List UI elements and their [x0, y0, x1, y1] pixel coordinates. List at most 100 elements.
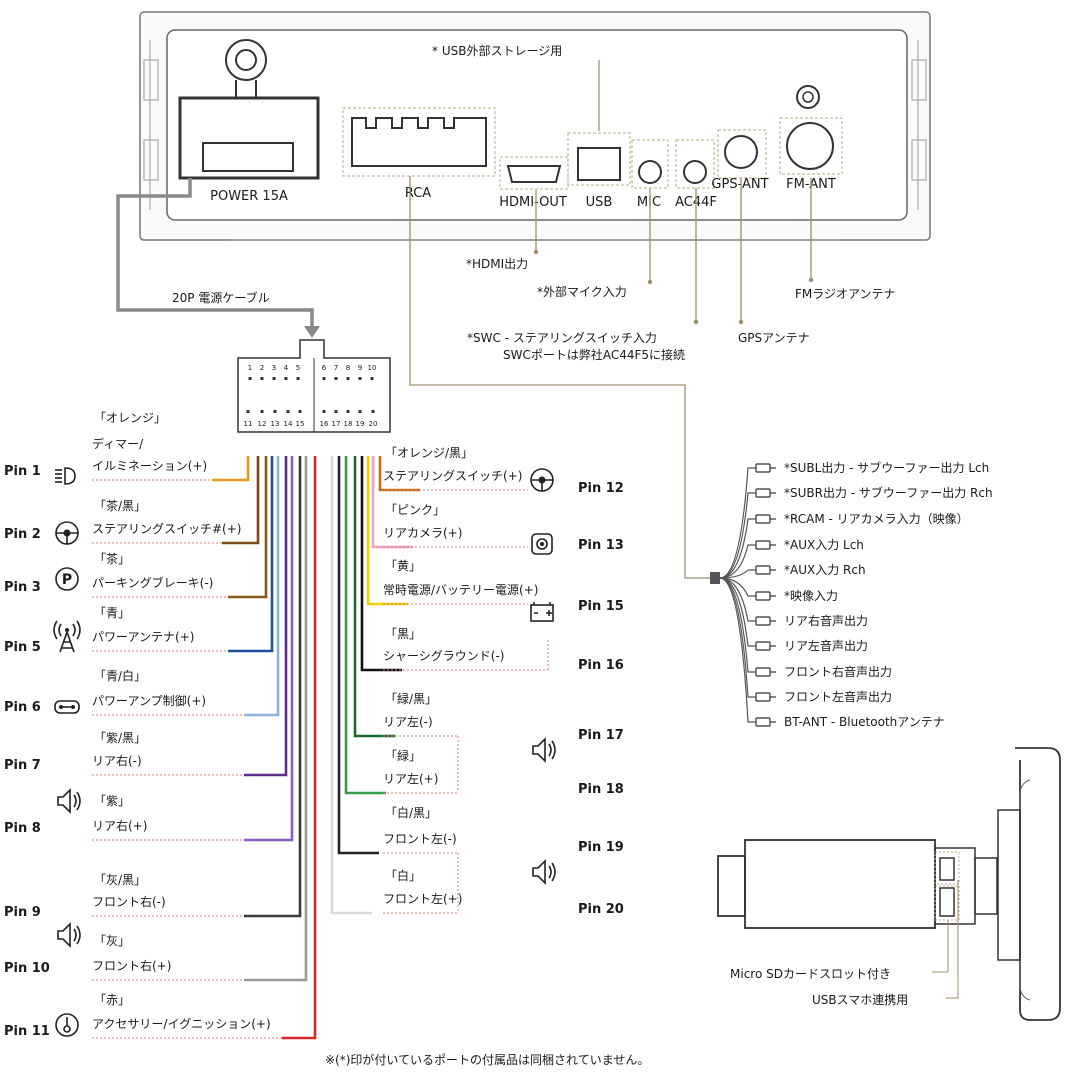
connector-pin-hole: [346, 410, 350, 413]
right-pin-row: Pin 13「ピンク」リアカメラ(+): [383, 503, 624, 555]
wire-color-name: 「白/黒」: [385, 805, 437, 820]
connector-pin-number: 13: [271, 420, 280, 428]
connector-pin-number: 7: [334, 364, 338, 372]
connector-pin-hole: [260, 410, 264, 413]
usb-port-label: USB: [586, 195, 613, 210]
power-cable-arrow: [304, 326, 320, 338]
wire-color-name: 「白」: [385, 868, 421, 883]
pin-function: フロント左(+): [383, 891, 462, 906]
right-pin-row: Pin 15「黄」常時電源/バッテリー電源(+): [383, 559, 624, 622]
pin-number: Pin 1: [4, 464, 41, 479]
speaker-icon: [532, 859, 556, 885]
wire: [378, 456, 420, 492]
connector-pin-number: 2: [260, 364, 264, 372]
connector-pin-number: 1: [248, 364, 252, 372]
headlight-icon: [55, 467, 76, 485]
wire: [337, 456, 379, 855]
steering-wheel-icon: [530, 468, 554, 492]
connector-pin-hole: [296, 377, 300, 380]
left-pin-row: Pin 6「青/白」パワーアンプ制御(+): [4, 668, 244, 716]
wire-color-name: 「緑/黒」: [385, 691, 437, 706]
rca-plug-icon: [755, 565, 771, 575]
left-pin-row: Pin 7「紫/黒」リア右(-): [4, 731, 244, 776]
wire-color-name: 「茶」: [94, 551, 130, 566]
antenna-tip: [65, 628, 69, 632]
antenna-icon: [53, 620, 81, 653]
pin-number: Pin 18: [578, 782, 624, 797]
amp-dot: [59, 705, 63, 709]
left-pin-row: Pin 9「灰/黒」フロント右(-): [4, 873, 244, 920]
rca-output-label: BT-ANT - Bluetoothアンテナ: [784, 715, 945, 729]
pin-number: Pin 11: [4, 1024, 50, 1039]
left-pin-group: Pin 1「オレンジ」ディマー/イルミネーション(+)Pin 2「茶/黒」ステア…: [4, 411, 282, 1039]
wire: [244, 456, 308, 982]
wire: [344, 456, 386, 795]
footnote: ※(*)印が付いているポートの付属品は同梱されていません。: [325, 1052, 649, 1067]
pin-number: Pin 3: [4, 580, 41, 595]
rca-plug-icon: [755, 514, 771, 524]
wire: [222, 456, 260, 545]
steering-wheel-icon: [55, 521, 79, 545]
pin-function: ステアリングスイッチ(+): [383, 469, 522, 483]
rca-output-label: リア右音声出力: [784, 613, 868, 628]
rca-output-label: フロント左音声出力: [784, 689, 892, 704]
pin-function: リア左(+): [383, 771, 438, 786]
rca-output-label: *AUX入力 Rch: [784, 563, 866, 577]
side-view-unit: [717, 747, 1061, 1021]
power-cable-line: [116, 178, 314, 332]
connector-pin-number: 4: [284, 364, 289, 372]
wire: [228, 456, 268, 599]
pin-number: Pin 16: [578, 658, 624, 673]
pin-function: イルミネーション(+): [92, 459, 207, 473]
wire: [244, 456, 280, 717]
connector-pin-hole: [370, 377, 374, 380]
pin-number: Pin 17: [578, 728, 624, 743]
parking-glyph: P: [62, 572, 72, 588]
wire-color-name: 「黒」: [385, 627, 421, 641]
pin-number: Pin 20: [578, 902, 624, 917]
wire: [228, 456, 274, 653]
connector-pin-hole: [260, 377, 264, 380]
pin-number: Pin 7: [4, 758, 41, 773]
left-pin-row: Pin 5「青」パワーアンテナ(+): [4, 606, 228, 655]
connector-pin-number: 14: [284, 420, 293, 428]
wire-color-name: 「青」: [94, 606, 130, 620]
pin-number: Pin 6: [4, 700, 41, 715]
right-pin-group: Pin 12「オレンジ/黒」ステアリングスイッチ(+)Pin 13「ピンク」リア…: [383, 446, 624, 917]
left-pin-row: Pin 11「赤」アクセサリー/イグニッション(+): [4, 993, 282, 1039]
pin-function: パワーアンプ制御(+): [92, 693, 206, 708]
connector-pin-hole: [248, 377, 252, 380]
right-pin-row: Pin 20 「白」フロント左(+): [383, 868, 624, 917]
amp-dot: [71, 705, 75, 709]
gps-antenna-callout: GPSアンテナ: [738, 331, 810, 345]
connector-pin-hole: [246, 410, 250, 413]
harness-wires: [212, 456, 420, 1040]
pin-number: Pin 2: [4, 527, 41, 542]
hdmi-output-callout: *HDMI出力: [466, 257, 528, 271]
wire-color-name: 「灰/黒」: [94, 873, 146, 887]
rca-output-label: *AUX入力 Lch: [784, 538, 864, 552]
connector-pin-hole: [371, 410, 375, 413]
pin-function: リアカメラ(+): [383, 526, 462, 540]
connector-pin-number: 17: [332, 420, 341, 428]
usb-storage-callout: * USB外部ストレージ用: [432, 43, 562, 58]
gps-port-label: GPS-ANT: [711, 177, 768, 192]
connector-pin-hole: [286, 410, 290, 413]
left-pin-row: Pin 8「紫」リア右(+): [4, 788, 244, 841]
wire: [244, 456, 294, 842]
connector-pin-number: 12: [258, 420, 267, 428]
port-callouts: [409, 60, 812, 579]
connector-pin-number: 20: [369, 420, 378, 428]
wire: [330, 456, 372, 915]
pin-number: Pin 15: [578, 599, 624, 614]
power-cable-label: 20P 電源ケーブル: [172, 290, 270, 305]
pin-function: アクセサリー/イグニッション(+): [92, 1017, 271, 1031]
connector-pin-hole: [334, 410, 338, 413]
left-pin-row: Pin 1「オレンジ」ディマー/イルミネーション(+): [4, 411, 212, 485]
power-port-label: POWER 15A: [210, 189, 288, 204]
rca-output-label: リア左音声出力: [784, 638, 868, 653]
wire-color-name: 「紫/黒」: [94, 731, 146, 745]
wire-color-name: 「紫」: [94, 794, 130, 808]
pin-number: Pin 9: [4, 905, 41, 920]
